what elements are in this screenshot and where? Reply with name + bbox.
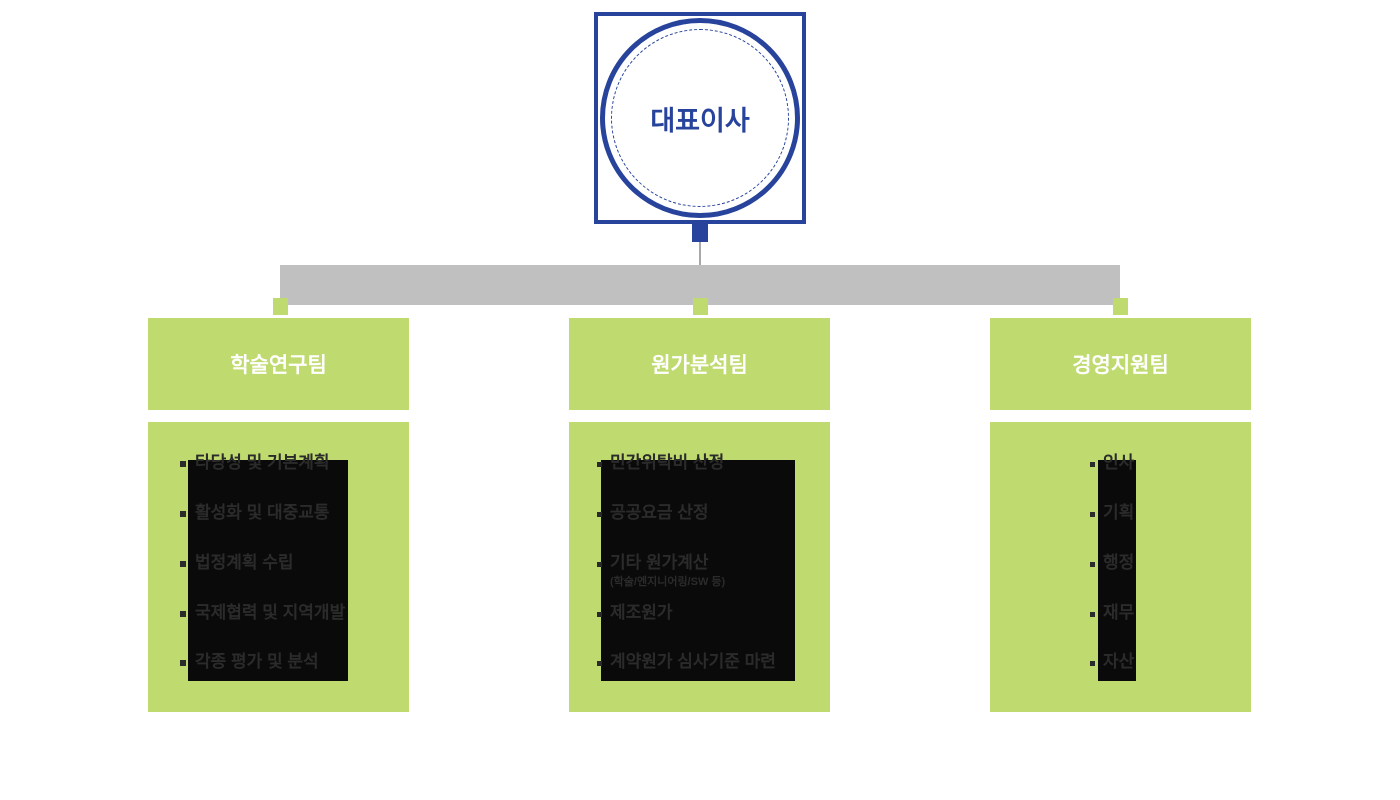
square-bullet-icon: [1090, 612, 1095, 617]
square-bullet-icon: [1090, 562, 1095, 567]
ceo-circle-dashed-inner: [611, 29, 789, 207]
team-header-1[interactable]: 학술연구팀: [148, 318, 409, 410]
list-item[interactable]: 인사: [1090, 452, 1134, 474]
item-label: 재무: [1103, 603, 1135, 622]
team-item-list-1: 타당성 및 기본계획 활성화 및 대중교통 법정계획 수립: [148, 422, 409, 712]
square-bullet-icon: [597, 462, 602, 467]
list-item[interactable]: 각종 평가 및 분석: [180, 651, 319, 673]
square-bullet-icon: [597, 661, 602, 666]
team-name-2: 원가분석팀: [651, 354, 748, 377]
team-header-2[interactable]: 원가분석팀: [569, 318, 830, 410]
team-item-list-3: 인사 기획 행정 재무: [990, 422, 1251, 712]
team-body-3: 인사 기획 행정 재무: [990, 422, 1251, 712]
item-sublabel: (학술/엔지니어링/SW 등): [610, 576, 726, 588]
drop-connector-team-2: [693, 298, 708, 315]
list-item[interactable]: 행정: [1090, 552, 1134, 574]
list-item[interactable]: 공공요금 산정: [597, 502, 709, 524]
square-bullet-icon: [597, 562, 602, 567]
team-column-2[interactable]: 원가분석팀 민간위탁비 산정 공공요금 산정: [569, 318, 830, 712]
team-body-2: 민간위탁비 산정 공공요금 산정 기타 원가계산 (학술/엔지니어링/SW 등): [569, 422, 830, 712]
square-bullet-icon: [180, 461, 186, 467]
item-label: 행정: [1103, 553, 1135, 572]
list-item[interactable]: 국제협력 및 지역개발: [180, 602, 345, 624]
ceo-stem-square-connector: [692, 224, 708, 242]
ceo-stem-vertical-line: [699, 242, 701, 266]
square-bullet-icon: [1090, 661, 1095, 666]
item-label: 민간위탁비 산정: [610, 453, 725, 472]
square-bullet-icon: [597, 512, 602, 517]
item-label: 타당성 및 기본계획: [195, 453, 330, 472]
square-bullet-icon: [180, 611, 186, 617]
team-header-3[interactable]: 경영지원팀: [990, 318, 1251, 410]
item-label: 공공요금 산정: [610, 503, 709, 522]
drop-connector-team-1: [273, 298, 288, 315]
item-label: 제조원가: [610, 603, 673, 622]
item-label: 인사: [1103, 453, 1135, 472]
list-item[interactable]: 타당성 및 기본계획: [180, 452, 330, 474]
team-body-1: 타당성 및 기본계획 활성화 및 대중교통 법정계획 수립: [148, 422, 409, 712]
square-bullet-icon: [597, 612, 602, 617]
list-item[interactable]: 민간위탁비 산정: [597, 452, 724, 474]
item-label: 계약원가 심사기준 마련: [610, 652, 776, 671]
square-bullet-icon: [1090, 512, 1095, 517]
square-bullet-icon: [180, 561, 186, 567]
team-column-3[interactable]: 경영지원팀 인사 기획: [990, 318, 1251, 712]
square-bullet-icon: [180, 511, 186, 517]
item-label: 법정계획 수립: [195, 553, 294, 572]
list-item[interactable]: 제조원가: [597, 602, 673, 624]
highlight-overlay-3: [1098, 460, 1136, 681]
team-name-1: 학술연구팀: [230, 354, 327, 377]
list-item[interactable]: 재무: [1090, 602, 1134, 624]
list-item[interactable]: 법정계획 수립: [180, 552, 294, 574]
square-bullet-icon: [1090, 462, 1095, 467]
list-item[interactable]: 기획: [1090, 502, 1134, 524]
ceo-node[interactable]: 대표이사: [594, 12, 806, 224]
item-label: 국제협력 및 지역개발: [195, 603, 346, 622]
list-item[interactable]: 자산: [1090, 651, 1134, 673]
item-label: 각종 평가 및 분석: [195, 652, 319, 671]
item-label: 기타 원가계산: [610, 553, 709, 572]
list-item[interactable]: 활성화 및 대중교통: [180, 502, 330, 524]
ceo-label: 대표이사: [650, 105, 750, 136]
highlight-overlay-2: [601, 460, 795, 681]
list-item[interactable]: 계약원가 심사기준 마련: [597, 651, 776, 673]
item-label: 활성화 및 대중교통: [195, 503, 330, 522]
team-item-list-2: 민간위탁비 산정 공공요금 산정 기타 원가계산 (학술/엔지니어링/SW 등): [569, 422, 830, 712]
team-name-3: 경영지원팀: [1072, 354, 1169, 377]
item-label: 기획: [1103, 503, 1135, 522]
square-bullet-icon: [180, 660, 186, 666]
item-label: 자산: [1103, 652, 1135, 671]
highlight-overlay-1: [188, 460, 348, 681]
team-column-1[interactable]: 학술연구팀 타당성 및 기본계획 활성화 및 대중교통: [148, 318, 409, 712]
drop-connector-team-3: [1113, 298, 1128, 315]
list-item[interactable]: 기타 원가계산 (학술/엔지니어링/SW 등): [597, 552, 725, 590]
